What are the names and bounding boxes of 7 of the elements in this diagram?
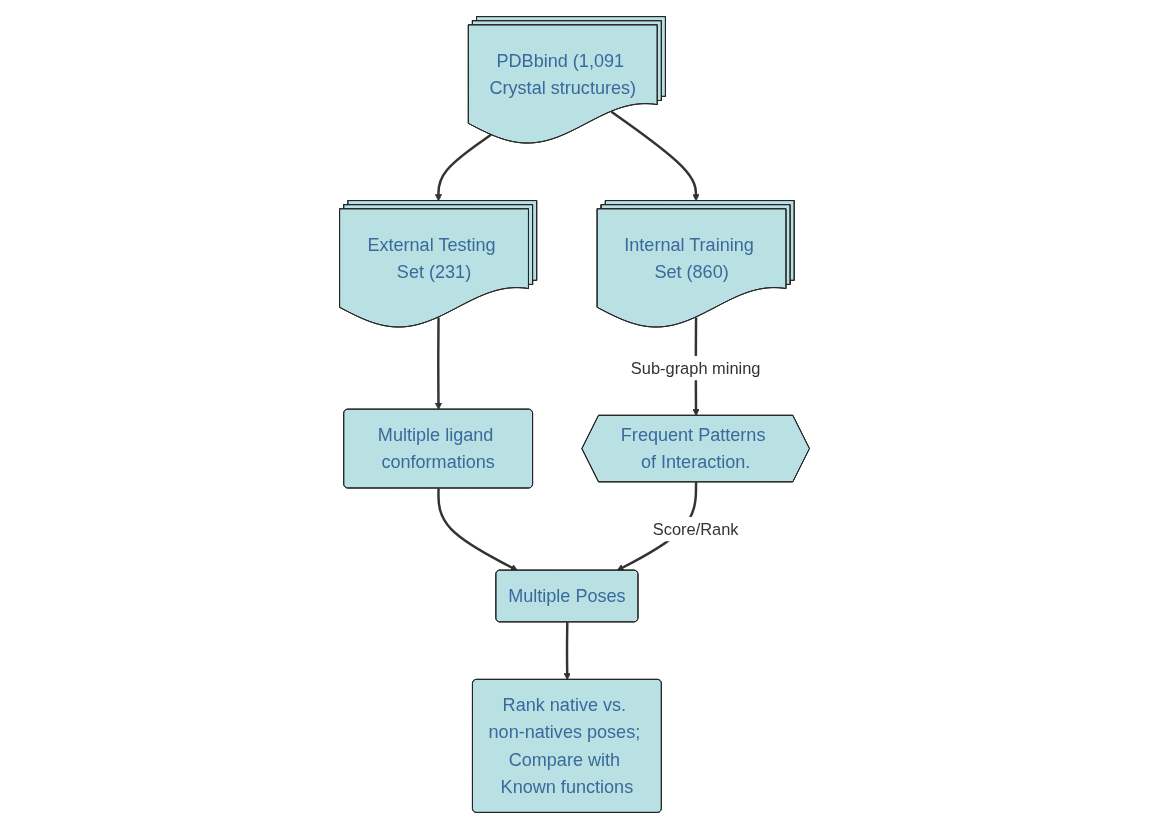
arrow xyxy=(434,133,492,202)
edge-label: Sub-graph mining xyxy=(630,359,761,378)
arrow xyxy=(610,110,700,202)
arrow xyxy=(437,488,518,571)
arrow xyxy=(434,317,443,410)
edge-label: Score/Rank xyxy=(652,520,739,539)
arrow xyxy=(563,622,571,681)
